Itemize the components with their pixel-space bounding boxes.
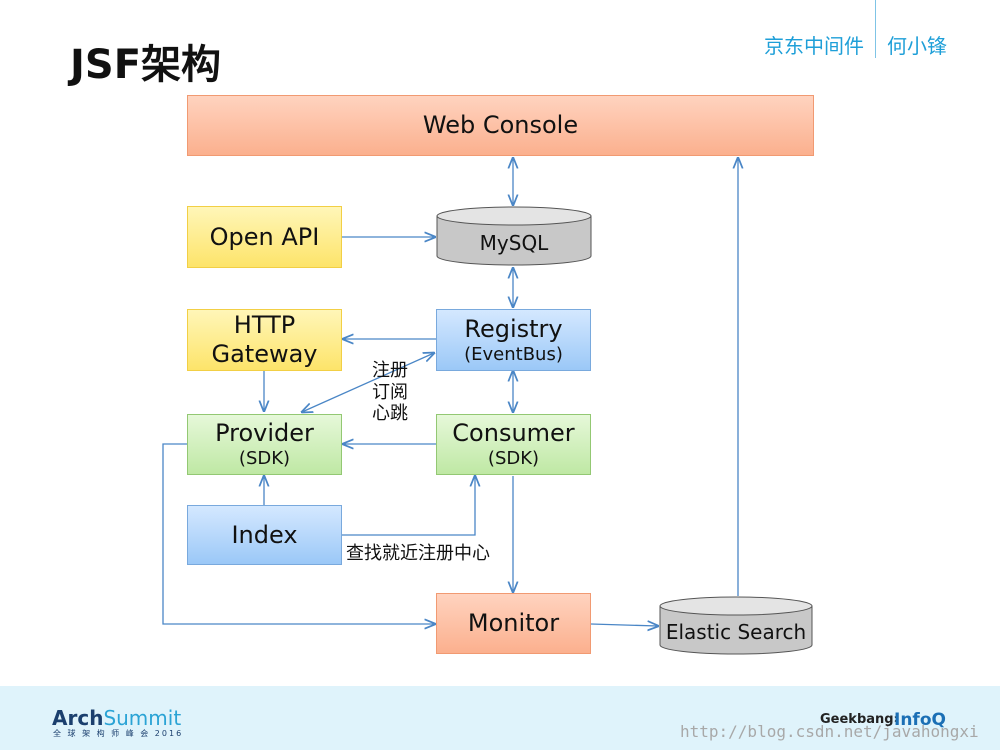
arrow-index-consumer — [342, 476, 475, 536]
csdn-watermark: http://blog.csdn.net/javahongxi — [680, 722, 979, 741]
annotation-heartbeat: 心跳 — [372, 403, 408, 425]
index-label: Index — [231, 520, 298, 549]
provider-sublabel: (SDK) — [238, 448, 291, 470]
archsummit-subtitle: 全 球 架 构 师 峰 会 2016 — [53, 729, 184, 738]
slide-title: JSF架构 — [70, 42, 222, 88]
arrow-provider-monitor — [162, 443, 435, 624]
header-divider — [875, 0, 876, 58]
infoq-logo: InfoQ — [894, 710, 946, 730]
registry-sublabel: (EventBus) — [464, 343, 563, 365]
index-node: Index — [187, 505, 342, 565]
mysql-cylinder — [436, 206, 592, 266]
logo-summit: Summit — [103, 706, 182, 730]
web-console-label: Web Console — [422, 111, 579, 140]
footer-band — [0, 686, 1000, 750]
http-gateway-label-1: HTTP — [233, 311, 296, 340]
register-annotation: 注册 订阅 心跳 — [372, 360, 408, 425]
registry-label: Registry — [464, 314, 563, 343]
mysql-label: MySQL — [479, 231, 549, 255]
logo-arch: Arch — [52, 706, 104, 730]
header-author: 何小锋 — [887, 34, 947, 58]
consumer-node: Consumer (SDK) — [436, 414, 591, 475]
annotation-register: 注册 — [372, 360, 408, 381]
monitor-label: Monitor — [467, 609, 560, 638]
provider-label: Provider — [215, 419, 314, 448]
header-department: 京东中间件 — [764, 34, 864, 58]
web-console-node: Web Console — [187, 95, 814, 156]
http-gateway-label-2: Gateway — [211, 340, 318, 368]
arrow-provider-registry — [302, 353, 434, 412]
arrow-monitor-es — [590, 624, 658, 626]
lookup-annotation: 查找就近注册中心 — [346, 543, 490, 564]
http-gateway-node: HTTP Gateway — [187, 309, 342, 371]
provider-node: Provider (SDK) — [187, 414, 342, 475]
annotation-subscribe: 订阅 — [372, 381, 408, 403]
geekbang-logo: Geekbang› — [820, 712, 899, 727]
consumer-sublabel: (SDK) — [487, 448, 540, 470]
monitor-node: Monitor — [436, 593, 591, 654]
registry-node: Registry (EventBus) — [436, 309, 591, 371]
open-api-label: Open API — [209, 222, 320, 251]
open-api-node: Open API — [187, 206, 342, 268]
consumer-label: Consumer — [452, 419, 575, 448]
archsummit-logo: ArchSummit — [52, 706, 181, 730]
elastic-search-label: Elastic Search — [665, 620, 807, 644]
elastic-search-cylinder — [659, 596, 813, 655]
